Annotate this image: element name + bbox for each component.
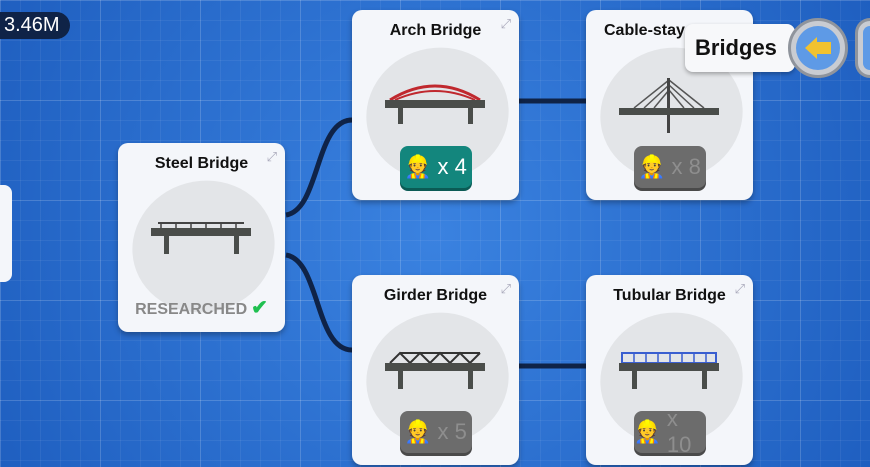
back-button[interactable] bbox=[788, 18, 848, 78]
girder-bridge-icon bbox=[385, 351, 485, 389]
card-tubular-bridge[interactable]: Tubular Bridge ⤢ 👷x 10 bbox=[585, 275, 758, 465]
back-arrow-icon bbox=[805, 37, 831, 59]
card-steel-bridge[interactable]: Steel Bridge ⤢ RESEARCHED✔ bbox=[117, 143, 290, 332]
worker-icon: 👷 bbox=[633, 419, 661, 444]
arch-bridge-icon bbox=[385, 84, 485, 124]
expand-icon[interactable]: ⤢ bbox=[734, 281, 745, 296]
worker-cost-button[interactable]: 👷x 10 bbox=[633, 406, 706, 457]
expand-icon[interactable]: ⤢ bbox=[500, 281, 511, 296]
worker-cost-button[interactable]: 👷x 5 bbox=[399, 411, 472, 453]
tubular-bridge-icon bbox=[619, 352, 719, 389]
left-panel-edge[interactable] bbox=[0, 185, 12, 282]
worker-icon: 👷 bbox=[638, 154, 666, 179]
money-counter: 3.46M bbox=[0, 12, 70, 39]
worker-cost-button[interactable]: 👷x 8 bbox=[633, 146, 706, 188]
cable-stay-bridge-icon bbox=[619, 78, 719, 133]
page-title: Bridges bbox=[685, 24, 795, 72]
card-title: Girder Bridge bbox=[383, 287, 488, 304]
expand-icon[interactable]: ⤢ bbox=[500, 16, 511, 31]
check-icon: ✔ bbox=[251, 297, 268, 319]
worker-cost-button[interactable]: 👷x 4 bbox=[399, 146, 472, 188]
worker-icon: 👷 bbox=[404, 419, 432, 444]
card-title: Steel Bridge bbox=[154, 155, 249, 172]
card-title: Arch Bridge bbox=[389, 22, 482, 39]
menu-button[interactable] bbox=[855, 18, 870, 78]
expand-icon[interactable]: ⤢ bbox=[266, 149, 277, 164]
steel-bridge-icon bbox=[151, 222, 251, 254]
card-girder-bridge[interactable]: Girder Bridge ⤢ 👷x 5 bbox=[351, 275, 524, 465]
worker-icon: 👷 bbox=[404, 154, 432, 179]
researched-status: RESEARCHED✔ bbox=[135, 297, 268, 319]
card-title: Tubular Bridge bbox=[613, 287, 726, 304]
card-title: Cable-stay bbox=[604, 22, 685, 39]
card-arch-bridge[interactable]: Arch Bridge ⤢ 👷x 4 bbox=[351, 10, 524, 200]
